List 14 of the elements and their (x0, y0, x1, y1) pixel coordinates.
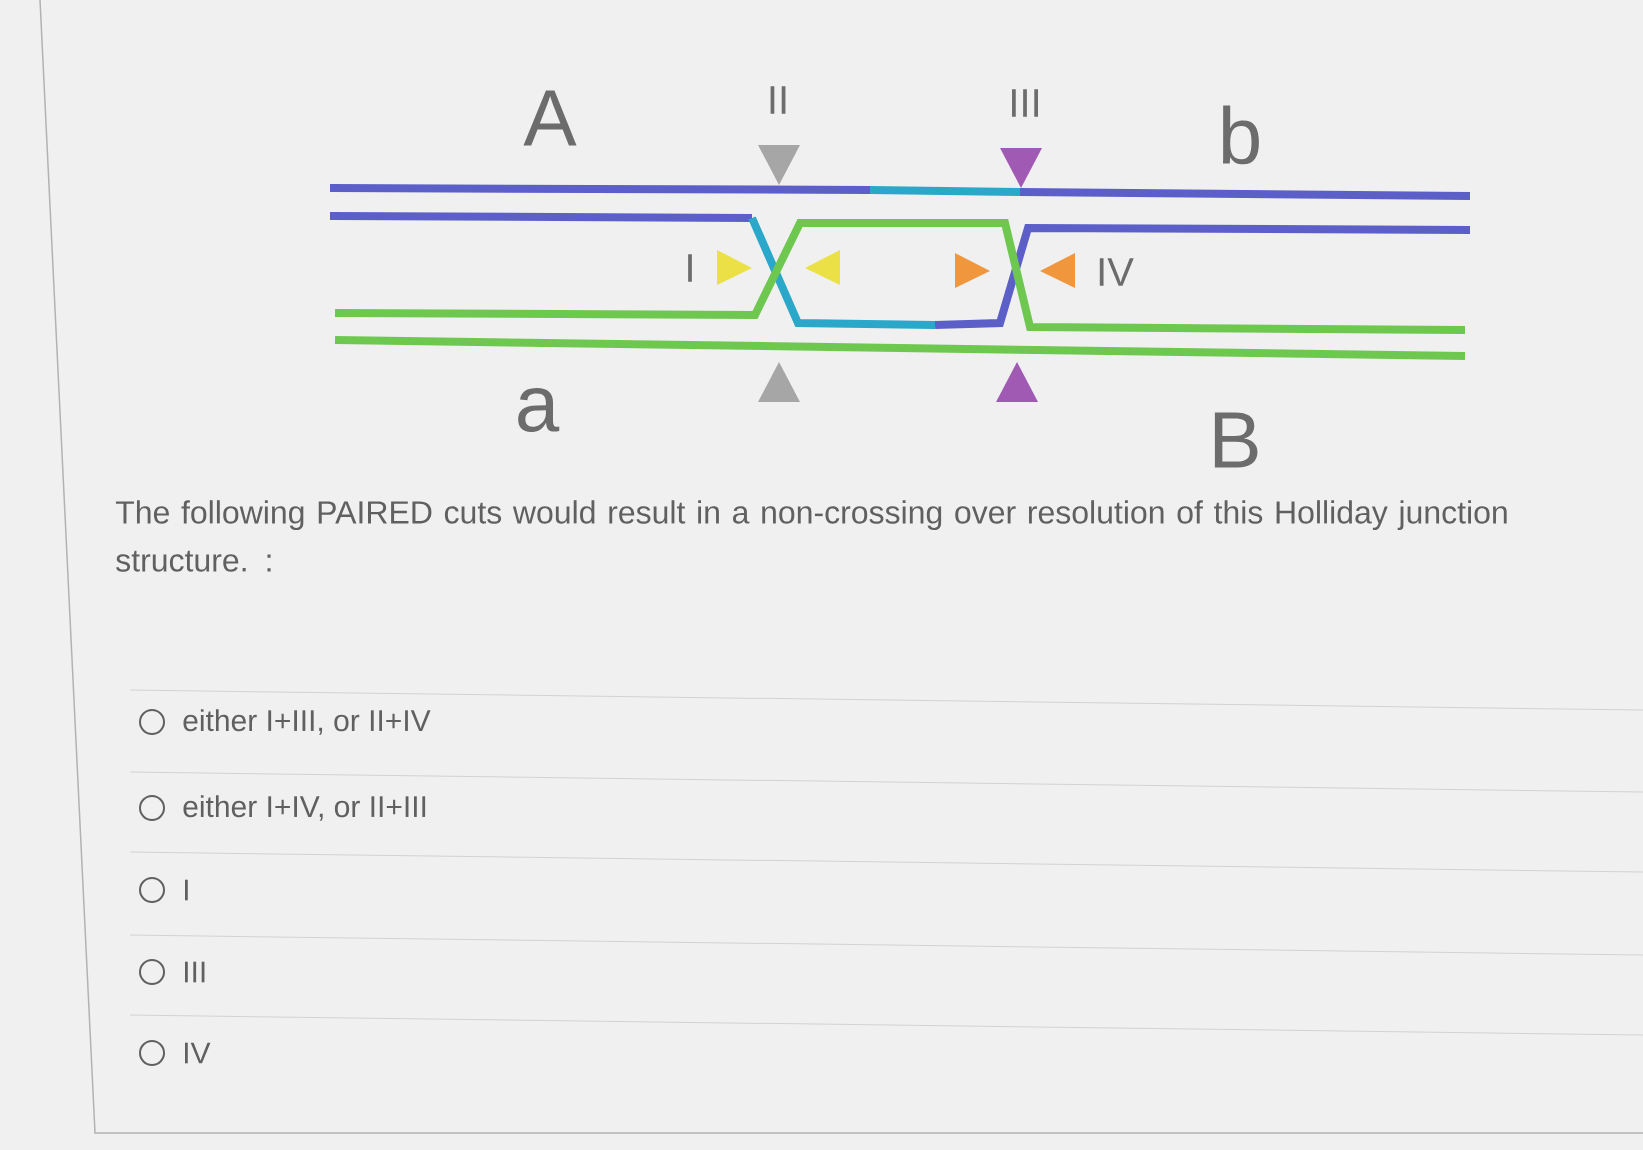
answer-option: either I+IV, or II+III (183, 795, 426, 821)
strand-letter: A (523, 90, 577, 146)
cut-site-label: I (688, 254, 692, 282)
answer-option: I (185, 879, 188, 901)
cut-site-label: II (770, 86, 786, 114)
question-text: The following PAIRED cuts would result in a non-crossing over resolution of this Holliday junction structure. : (115, 500, 1507, 572)
strand-letter: B (1214, 412, 1258, 468)
answer-option: either I+III, or II+IV (183, 709, 431, 735)
strand-letter: b (1222, 105, 1259, 165)
answer-option: IV (185, 1042, 211, 1064)
strand-letter: a (518, 388, 560, 432)
cut-site-label: III (1012, 89, 1038, 117)
cut-site-label: IV (1099, 258, 1134, 286)
answer-option: III (185, 961, 205, 983)
